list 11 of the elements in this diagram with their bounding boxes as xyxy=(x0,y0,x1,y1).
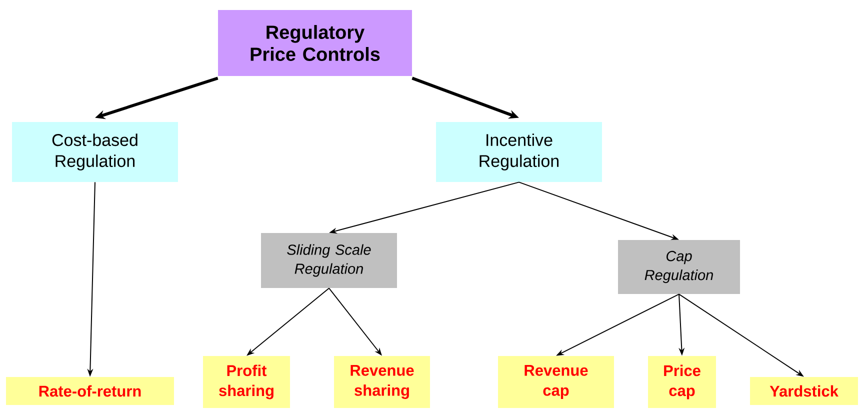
method-box: Rate-of-return xyxy=(6,377,174,405)
category-box: Incentive Regulation xyxy=(436,122,602,182)
method-box: Revenue cap xyxy=(498,356,614,408)
method-box: Revenue sharing xyxy=(334,356,430,408)
category-box: Cost-based Regulation xyxy=(12,122,178,182)
top-box: Regulatory Price Controls xyxy=(218,10,412,76)
subcategory-box: Sliding Scale Regulation xyxy=(261,233,397,288)
method-box: Yardstick xyxy=(750,377,858,405)
method-box: Profit sharing xyxy=(203,356,290,408)
method-box: Price cap xyxy=(648,356,716,408)
subcategory-box: Cap Regulation xyxy=(618,240,740,294)
